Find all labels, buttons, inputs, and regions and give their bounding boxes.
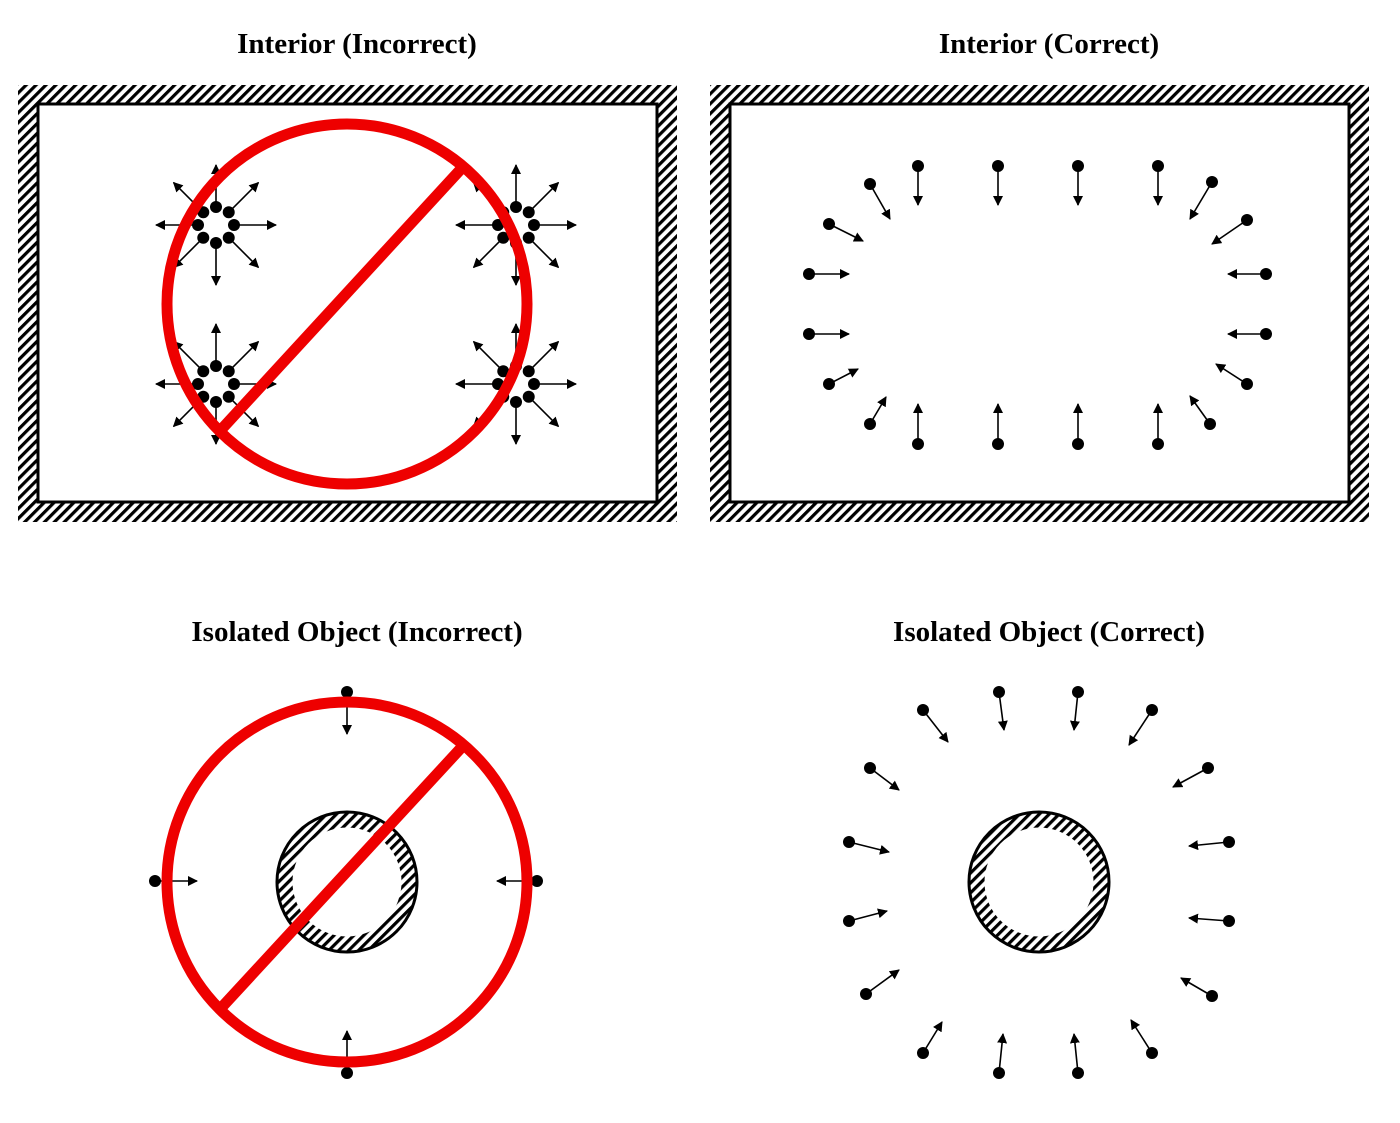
point-source-cluster-1 <box>222 231 260 269</box>
point-source-cluster-4 <box>522 390 560 428</box>
point-source-inward <box>1189 176 1218 220</box>
point-source-toward-object <box>843 836 890 855</box>
point-source-toward-object <box>993 686 1008 731</box>
point-source-inward <box>1215 363 1253 390</box>
point-source-toward-object <box>917 1021 943 1059</box>
point-source-toward-object <box>993 1033 1008 1079</box>
point-source-inward <box>823 218 864 242</box>
point-source-cluster-4 <box>472 340 510 378</box>
point-source-cluster-2 <box>522 231 560 269</box>
point-source-cluster-3 <box>222 340 260 378</box>
title-interior-incorrect: Interior (Incorrect) <box>237 28 477 60</box>
point-source-toward-object <box>1188 913 1235 927</box>
title-isolated-correct: Isolated Object (Correct) <box>893 616 1205 648</box>
point-source-toward-object <box>1180 977 1218 1002</box>
point-source-inward <box>912 403 924 450</box>
point-source-inward <box>803 268 850 280</box>
point-source-toward-object <box>917 704 949 743</box>
point-source-inward <box>823 368 859 390</box>
point-source-toward-object <box>843 908 888 927</box>
point-source-toward-object <box>860 969 900 1000</box>
point-source-toward-object <box>341 1030 353 1079</box>
point-source-inward <box>1152 403 1164 450</box>
point-source-inward <box>1211 214 1253 245</box>
title-isolated-incorrect: Isolated Object (Incorrect) <box>191 616 522 648</box>
point-source-inward <box>864 178 891 220</box>
point-source-cluster-2 <box>455 219 504 231</box>
point-source-toward-object <box>496 875 543 887</box>
point-source-cluster-4 <box>522 340 560 378</box>
point-source-cluster-1 <box>222 181 260 219</box>
point-source-cluster-3 <box>210 323 222 372</box>
point-source-cluster-2 <box>528 219 577 231</box>
point-source-cluster-2 <box>472 231 510 269</box>
point-source-inward <box>992 160 1004 206</box>
point-source-inward <box>803 328 850 340</box>
point-source-inward <box>1227 268 1272 280</box>
sources-layer <box>149 160 1272 1079</box>
point-source-cluster-4 <box>510 396 522 445</box>
point-source-toward-object <box>341 686 353 735</box>
title-interior-correct: Interior (Correct) <box>939 28 1159 60</box>
cylinder-isolated-incorrect <box>275 810 419 954</box>
point-source-cluster-2 <box>510 164 522 213</box>
point-source-toward-object <box>864 762 900 791</box>
room-interior-incorrect <box>18 85 677 522</box>
point-source-inward <box>1227 328 1272 340</box>
point-source-toward-object <box>1172 762 1214 788</box>
point-source-inward <box>992 403 1004 450</box>
prohibition-sign-interior <box>161 118 533 490</box>
point-source-inward <box>1072 160 1084 206</box>
point-source-cluster-1 <box>228 219 277 231</box>
point-source-toward-object <box>1130 1019 1158 1059</box>
cylinder-isolated-correct <box>967 810 1111 954</box>
point-source-toward-object <box>149 875 198 887</box>
point-source-cluster-3 <box>172 340 210 378</box>
point-source-inward <box>912 160 924 206</box>
prohibition-sign-isolated <box>161 696 533 1068</box>
point-source-toward-object <box>1128 704 1158 746</box>
point-source-inward <box>1152 160 1164 206</box>
point-source-cluster-1 <box>172 231 210 269</box>
room-interior-correct <box>710 85 1369 522</box>
point-source-inward <box>1189 395 1216 430</box>
point-source-inward <box>1072 403 1084 450</box>
point-source-cluster-4 <box>528 378 577 390</box>
point-source-toward-object <box>1069 1033 1084 1079</box>
point-source-toward-object <box>1069 686 1084 731</box>
point-source-cluster-1 <box>210 237 222 286</box>
point-source-toward-object <box>1188 836 1235 851</box>
point-source-inward <box>864 396 887 430</box>
point-source-cluster-2 <box>522 181 560 219</box>
